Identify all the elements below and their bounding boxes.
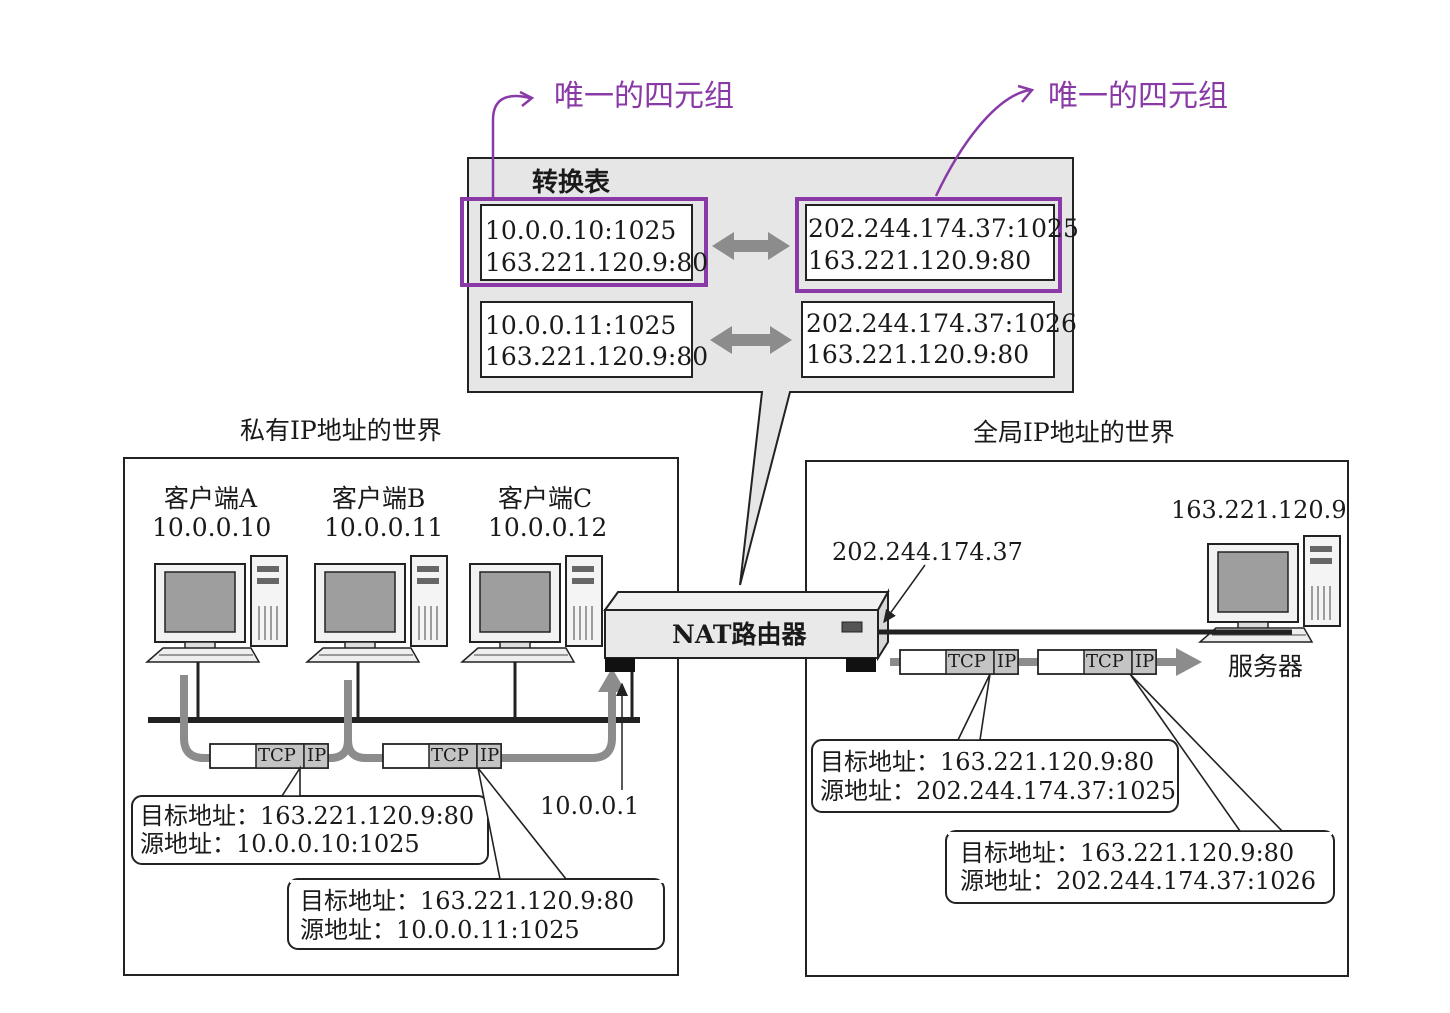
annotation-arrow-right bbox=[934, 88, 1031, 197]
wan-flow-arrow bbox=[1176, 648, 1202, 676]
highlight-box-left bbox=[460, 197, 708, 287]
table-cell-global-1 bbox=[805, 204, 1055, 281]
row1-global-line2: 163.221.120.9:80 bbox=[808, 246, 1032, 275]
row2-private-line1: 10.0.0.11:1025 bbox=[485, 311, 677, 340]
lan-packet-1-ip: IP bbox=[307, 745, 327, 766]
packet-flow-path-b bbox=[344, 690, 616, 762]
callout-private-2-src: 源地址：10.0.0.11:1025 bbox=[300, 916, 580, 944]
annotation-unique-tuple-left: 唯一的四元组 bbox=[554, 79, 734, 114]
translation-table-title: 转换表 bbox=[532, 168, 611, 198]
lan-packet-1-tcp: TCP bbox=[258, 745, 296, 766]
client-c-ip: 10.0.0.12 bbox=[488, 513, 608, 542]
row1-global-line1: 202.244.174.37:1025 bbox=[808, 214, 1079, 243]
callout-global-2-src: 源地址：202.244.174.37:1026 bbox=[960, 867, 1317, 895]
highlight-box-right bbox=[795, 197, 1062, 293]
mapping-arrow-1 bbox=[712, 232, 790, 260]
wan-packet-1-ip: IP bbox=[997, 651, 1017, 672]
callout-box-private-2 bbox=[287, 878, 665, 950]
wan-packet-1 bbox=[899, 649, 1019, 675]
row1-private-line2: 163.221.120.9:80 bbox=[485, 248, 709, 277]
global-world-title: 全局IP地址的世界 bbox=[973, 418, 1175, 447]
nat-router bbox=[603, 588, 890, 672]
row2-global-line2: 163.221.120.9:80 bbox=[806, 340, 1030, 369]
mapping-arrow-2 bbox=[710, 326, 792, 354]
lan-packet-2-tcp: TCP bbox=[431, 745, 469, 766]
table-cell-private-2 bbox=[480, 301, 693, 378]
client-a-name: 客户端A bbox=[164, 484, 258, 513]
row2-private-line2: 163.221.120.9:80 bbox=[485, 342, 709, 371]
callout-private-1-dst: 目标地址：163.221.120.9:80 bbox=[140, 802, 475, 830]
wan-packet-2 bbox=[1037, 649, 1157, 675]
callout-global-1-src: 源地址：202.244.174.37:1025 bbox=[820, 777, 1177, 805]
lan-packet-2 bbox=[382, 743, 502, 769]
table-cell-private-1 bbox=[480, 204, 693, 281]
client-a-ip: 10.0.0.10 bbox=[152, 513, 272, 542]
callout-private-1-src: 源地址：10.0.0.10:1025 bbox=[140, 830, 420, 858]
callout-private-2-dst: 目标地址：163.221.120.9:80 bbox=[300, 887, 635, 915]
nat-router-label: NAT路由器 bbox=[672, 620, 807, 649]
client-b-ip: 10.0.0.11 bbox=[324, 513, 444, 542]
annotation-unique-tuple-right: 唯一的四元组 bbox=[1048, 79, 1228, 114]
private-world-title: 私有IP地址的世界 bbox=[240, 416, 442, 445]
router-global-ip: 202.244.174.37 bbox=[832, 538, 1023, 566]
callout-box-global-1 bbox=[811, 739, 1179, 813]
annotation-arrow-left bbox=[491, 94, 531, 199]
table-cell-global-2 bbox=[801, 301, 1055, 378]
wan-packet-2-ip: IP bbox=[1135, 651, 1155, 672]
lan-packet-1 bbox=[209, 743, 329, 769]
server-label: 服务器 bbox=[1228, 652, 1304, 681]
client-b-name: 客户端B bbox=[332, 484, 426, 513]
row1-private-line1: 10.0.0.10:1025 bbox=[485, 216, 677, 245]
callout-box-global-2 bbox=[945, 830, 1335, 904]
lan-packet-2-ip: IP bbox=[480, 745, 500, 766]
router-ip-pointer bbox=[883, 564, 926, 624]
row2-global-line1: 202.244.174.37:1026 bbox=[806, 309, 1077, 338]
callout-box-private-1 bbox=[131, 795, 489, 865]
wan-packet-1-tcp: TCP bbox=[948, 651, 986, 672]
wan-packet-2-tcp: TCP bbox=[1086, 651, 1124, 672]
server-ip: 163.221.120.9 bbox=[1171, 496, 1347, 524]
client-c-name: 客户端C bbox=[498, 484, 593, 513]
callout-global-1-dst: 目标地址：163.221.120.9:80 bbox=[820, 748, 1155, 776]
gateway-ip: 10.0.0.1 bbox=[540, 792, 640, 820]
callout-global-2-dst: 目标地址：163.221.120.9:80 bbox=[960, 839, 1295, 867]
